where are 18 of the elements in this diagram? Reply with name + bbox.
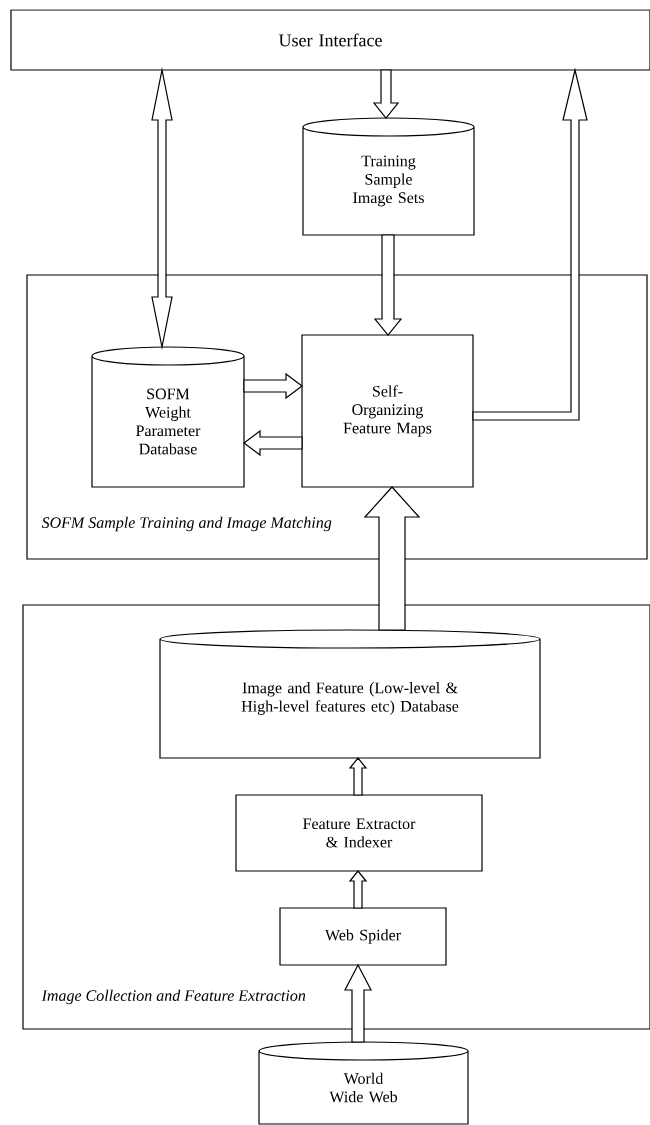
arrow: [243, 372, 303, 400]
arrow: [151, 66, 173, 351]
process-box: Self-Organizing Feature Maps: [301, 334, 474, 488]
arrow: [372, 69, 400, 119]
database-cylinder: SOFM Weight Parameter Database: [91, 346, 245, 488]
arrow: [363, 486, 421, 631]
database-cylinder: Image and Feature (Low-level & High-level features etc) Database: [159, 629, 541, 759]
arrow: [373, 234, 403, 336]
arrow: [243, 429, 303, 457]
arrow: [348, 870, 368, 909]
process-box: Feature Extractor & Indexer: [235, 794, 483, 872]
arrow: [348, 757, 368, 796]
process-box: User Interface: [10, 9, 650, 71]
arrow: [344, 963, 372, 1043]
database-cylinder: Training Sample Image Sets: [302, 117, 475, 236]
process-box: Web Spider: [279, 907, 447, 966]
database-cylinder: World Wide Web: [258, 1041, 469, 1125]
arrow: [472, 67, 588, 421]
